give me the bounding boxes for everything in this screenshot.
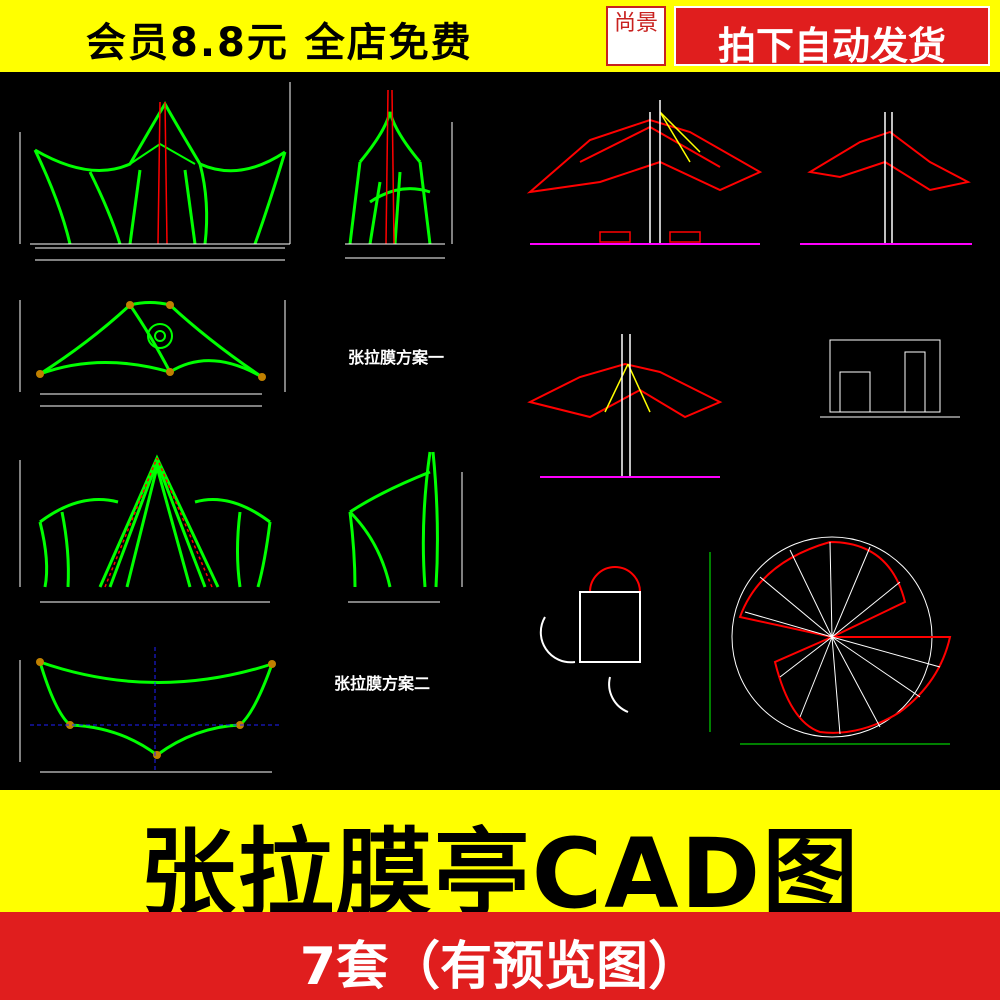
subtitle: 7套（有预览图）: [299, 937, 701, 997]
scheme2-side-elevation: [348, 451, 439, 588]
plan-dims: [709, 552, 950, 745]
umbrella-plan: [731, 536, 952, 738]
detail-section: [820, 339, 960, 418]
scheme1-side-mast: [385, 89, 395, 245]
scheme1-front-dims: [19, 82, 291, 261]
top-banner: 会员8.8元 全店免费 尚景 拍下自动发货: [0, 0, 1000, 72]
auto-ship-button[interactable]: 拍下自动发货: [674, 6, 990, 68]
seal-logo: 尚景: [606, 6, 666, 66]
scheme2-plan: [38, 660, 274, 757]
seal-text: 尚景: [613, 11, 658, 36]
cad-drawing-area: 张拉膜方案一 张拉膜方案二: [0, 72, 1000, 790]
scheme-two-label: 张拉膜方案二: [334, 674, 431, 693]
scheme1-front-mast: [157, 101, 168, 245]
umbrella-elevation-1: [526, 118, 763, 194]
subtitle-band: 7套（有预览图）: [0, 912, 1000, 1000]
promo-text: 会员8.8元 全店免费: [86, 20, 473, 66]
main-title: 张拉膜亭CAD图: [139, 818, 861, 930]
cad-drawings: [19, 82, 972, 773]
title-band: 张拉膜亭CAD图: [0, 790, 1000, 930]
scheme1-plan: [39, 301, 263, 379]
scheme-one-label: 张拉膜方案一: [348, 348, 445, 367]
small-plan: [539, 566, 641, 713]
umbrella-elevation-2: [807, 130, 971, 192]
scheme2-front-frame: [104, 457, 213, 588]
auto-ship-label: 拍下自动发货: [717, 24, 946, 68]
scheme1-plan-nodes: [36, 301, 266, 381]
scheme2-front-elevation: [38, 454, 272, 588]
scheme1-side-elevation: [348, 111, 432, 245]
